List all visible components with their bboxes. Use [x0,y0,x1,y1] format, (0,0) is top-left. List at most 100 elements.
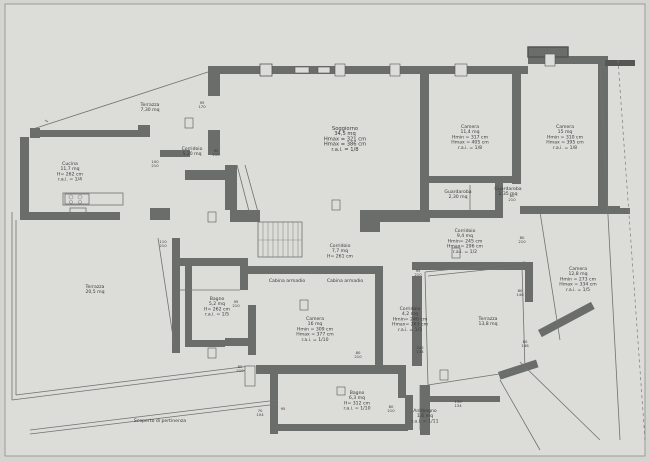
label-line: Camera [306,316,324,322]
label-line: r.a.i. = 1/8 [458,145,482,151]
dim-label: 95 [281,406,286,411]
label-line: 1,6 mq [417,413,433,419]
label-line: Hmin= 240 cm [393,316,428,322]
label-line: 210 [354,354,362,359]
label-line: Hmax = 377 cm [296,332,334,338]
label-line: 95 [214,148,219,153]
label-line: 210 [232,303,240,308]
label-line: Hmin = 309 cm [297,326,334,332]
label-line: 210 [508,197,516,202]
label-line: 12,8 mq [568,271,587,277]
label-line: Hmax = 386 cm [324,142,366,148]
label-line: Guardaroba [444,189,471,195]
label-line: 104 [256,412,264,417]
plan-lines [11,59,646,451]
label-line: Antibagno [413,408,437,414]
label-line: 70 [258,408,263,413]
label-line: Hmin= 245 cm [448,238,483,244]
label-line: 16 mq [308,321,323,327]
label-line: 170 [198,104,206,109]
label-line: 95 [281,406,286,411]
room-label-cabina-2: Cabina armadio [327,278,364,284]
label-line: 210 [236,368,244,373]
label-line: 34,5 mq [334,131,356,137]
label-line: 20,5 mq [85,289,104,295]
label-line: Hmin = 317 cm [452,134,489,140]
label-line: 110 [159,239,167,244]
room-label-scoperto: Scoperto di pertinenza [134,418,186,424]
label-line: Hmax = 321 cm [324,136,366,142]
label-line: 134 [454,403,462,408]
label-line: Terrazza [85,284,105,290]
label-line: r.a.i. = 1/11 [411,418,438,424]
window-markers [184,53,556,396]
label-line: H= 312 cm [344,400,371,406]
label-line: 95 [416,268,421,273]
label-line: 210 [159,243,167,248]
label-line: 80 [510,193,515,198]
label-line: 6,3 mq [349,395,365,401]
label-line: 13,8 mq [478,321,497,327]
label-line: 130 [454,399,462,404]
label-line: 146 [521,343,529,348]
label-line: 80 [520,235,525,240]
label-line: 134 [416,349,424,354]
label-line: 80 [523,339,528,344]
label-line: Bagno [350,390,365,396]
label-line: 80 [518,288,523,293]
label-line: 7,30 mq [140,107,159,113]
walls [20,46,635,435]
label-line: Camera [569,266,587,272]
label-line: 95 [234,299,239,304]
label-line: H= 262 cm [57,171,84,177]
label-line: Cabina armadio [327,278,364,284]
label-line: 95 [200,100,205,105]
label-line: 5,2 mq [209,301,225,307]
label-line: 80 [356,350,361,355]
label-line: r.a.i. = 1/8 [553,145,577,151]
label-line: 210 [518,239,526,244]
label-line: 242 [416,345,424,350]
label-line: 80 [389,404,394,409]
label-line: 210 [151,163,159,168]
label-line: Corridoio [182,146,203,152]
label-line: 210 [212,152,220,157]
label-line: Camera [556,124,574,130]
label-line: Soggiorno [332,126,358,132]
label-line: Hmax = 334 cm [559,282,597,288]
label-line: 2,35 mq [498,191,517,197]
label-line: Corridoio [400,306,421,312]
label-line: r.a.i. = 1/8 [331,147,358,153]
label-line: H= 261 cm [327,253,354,259]
label-line: Camera [461,124,479,130]
